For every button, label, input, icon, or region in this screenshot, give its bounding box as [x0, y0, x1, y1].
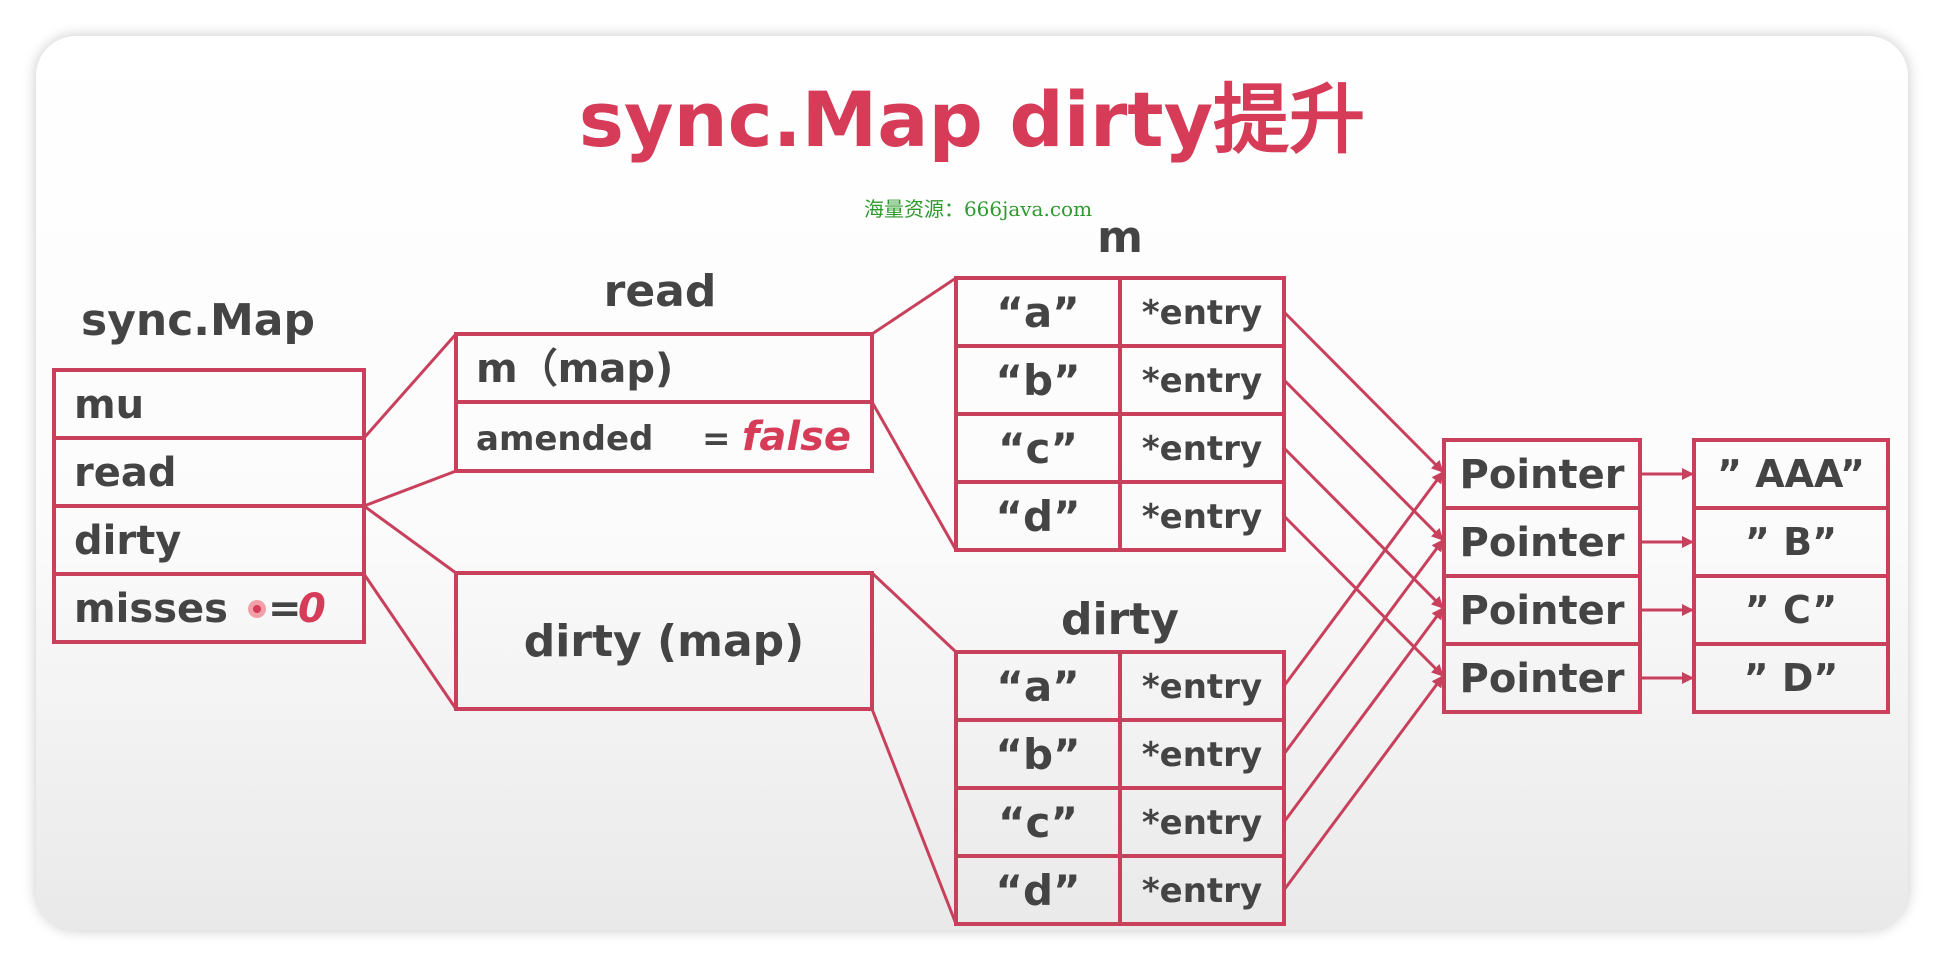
pointer-label: Pointer — [1460, 520, 1625, 566]
syncmap-field-label: dirty — [74, 518, 181, 564]
value-label: ” B” — [1745, 520, 1837, 564]
dirty-table-key: “a” — [996, 662, 1080, 711]
m-table-entry: *entry — [1142, 293, 1262, 333]
m-table-header: m — [1097, 212, 1143, 263]
connector-dirty-bottom — [362, 573, 458, 710]
syncmap-struct: sync.Map mu read dirty misses = 0 — [52, 295, 366, 644]
syncmap-field-label: mu — [74, 382, 144, 428]
pointer-label: Pointer — [1460, 656, 1625, 702]
arrow-dirty-d-to-pointer — [1282, 675, 1445, 891]
connector-m-bottom — [870, 401, 958, 551]
pointer-label: Pointer — [1460, 452, 1625, 498]
m-table-entry: *entry — [1142, 497, 1262, 537]
m-table-entry: *entry — [1142, 361, 1262, 401]
misses-value: 0 — [298, 586, 326, 632]
arrow-m-d-to-pointer — [1282, 514, 1445, 678]
connector-dirty-table-bottom — [870, 708, 958, 925]
value-label: ” C” — [1745, 588, 1837, 632]
value-label: ” D” — [1744, 656, 1839, 700]
sync-map-diagram: sync.Map dirty提升 海量资源：666java.com sync.M… — [52, 75, 1890, 926]
arrow-dirty-a-to-pointer — [1282, 471, 1445, 687]
dirty-map-label: dirty (map) — [524, 616, 805, 667]
value-label: ” AAA” — [1717, 452, 1865, 496]
dirty-table-header: dirty — [1061, 594, 1179, 645]
dirty-table-entry: *entry — [1142, 667, 1262, 707]
arrow-m-a-to-pointer — [1282, 310, 1445, 474]
watermark: 海量资源：666java.com — [864, 197, 1092, 221]
read-m-label: m（map) — [476, 346, 673, 392]
m-table-key: “a” — [996, 288, 1080, 337]
arrow-m-c-to-pointer — [1282, 446, 1445, 610]
m-table-key: “b” — [995, 356, 1080, 405]
amended-label: amended — [476, 419, 653, 459]
pointer-column: Pointer Pointer Pointer Pointer — [1442, 438, 1642, 714]
syncmap-field-label: misses — [74, 586, 228, 632]
read-amended-field — [454, 400, 874, 473]
value-cell — [1692, 642, 1890, 714]
m-table-key: “d” — [995, 492, 1080, 541]
syncmap-header: sync.Map — [81, 295, 315, 346]
m-table: m “a” “b” “c” “d” *entry *entry *entry *… — [954, 212, 1286, 552]
dirty-table-entry: *entry — [1142, 735, 1262, 775]
dirty-table-entry: *entry — [1142, 871, 1262, 911]
dirty-table-key: “b” — [995, 730, 1080, 779]
amended-equals: = — [702, 419, 731, 459]
read-struct: read m（map) amended = false — [454, 266, 874, 473]
dirty-table-key: “d” — [995, 866, 1080, 915]
m-table-entry: *entry — [1142, 429, 1262, 469]
value-column: ” AAA” ” B” ” C” ” D” — [1692, 438, 1890, 714]
connector-dirty-table-top — [870, 571, 958, 654]
arrow-m-b-to-pointer — [1282, 378, 1445, 542]
connector-read-top — [362, 333, 458, 439]
pointer-label: Pointer — [1460, 588, 1625, 634]
arrow-dirty-b-to-pointer — [1282, 539, 1445, 755]
connector-dirty-top — [363, 504, 457, 575]
arrow-dirty-c-to-pointer — [1282, 607, 1445, 823]
cursor-dot-center — [253, 605, 261, 613]
read-header: read — [604, 266, 717, 317]
syncmap-field-misses — [52, 572, 366, 644]
slide-card: sync.Map dirty提升 海量资源：666java.com sync.M… — [36, 36, 1908, 930]
amended-value: false — [742, 414, 851, 460]
misses-equals: = — [268, 586, 302, 632]
connector-m-top — [871, 276, 957, 336]
syncmap-field-label: read — [74, 450, 176, 496]
dirty-table: dirty “a” “b” “c” “d” *entry *entry *ent… — [954, 594, 1286, 926]
m-table-key: “c” — [998, 424, 1078, 473]
connector-read-bottom — [363, 469, 457, 508]
slide-title: sync.Map dirty提升 — [579, 75, 1365, 164]
dirty-map-box — [454, 571, 874, 711]
dirty-table-entry: *entry — [1142, 803, 1262, 843]
dirty-table-key: “c” — [998, 798, 1078, 847]
